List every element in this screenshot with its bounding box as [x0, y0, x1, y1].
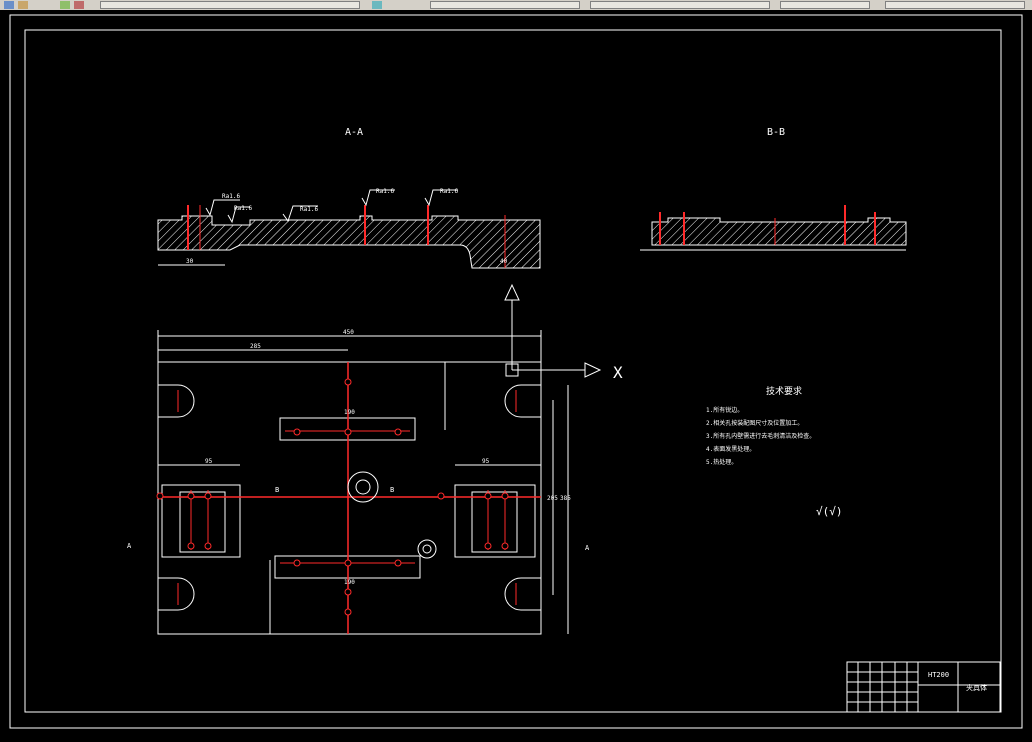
section-aa-label: A-A: [345, 127, 363, 138]
section-bb: [640, 205, 907, 251]
svg-text:Ra1.6: Ra1.6: [300, 206, 318, 213]
svg-text:190: 190: [344, 409, 355, 416]
title-part-name: 夹具体: [966, 683, 987, 692]
drawing-svg: A-A B-B 30 40 Ra1.6 Ra1.6 Ra1.6 Ra1.6 Ra…: [9, 14, 1023, 729]
svg-text:205: 205: [547, 495, 558, 502]
roughness-note: √(√): [816, 505, 843, 518]
plotstyle-dropdown[interactable]: [885, 1, 1025, 9]
svg-text:385: 385: [560, 495, 571, 502]
inner-frame: [24, 29, 1002, 713]
svg-text:B: B: [390, 486, 394, 494]
svg-text:Ra1.6: Ra1.6: [222, 193, 240, 200]
layer-icon[interactable]: [60, 1, 70, 9]
folder-icon[interactable]: [18, 1, 28, 9]
svg-text:Ra1.6: Ra1.6: [234, 205, 252, 212]
axis-x-label: X: [613, 363, 623, 382]
save-icon[interactable]: [4, 1, 14, 9]
svg-text:A: A: [127, 542, 132, 550]
aa-dim-right: 40: [500, 258, 508, 265]
color-dropdown[interactable]: [430, 1, 580, 9]
svg-text:1.所有锐边。: 1.所有锐边。: [706, 406, 743, 414]
svg-text:Ra1.6: Ra1.6: [440, 188, 458, 195]
outer-frame: [9, 14, 1023, 729]
svg-text:3.所有孔内壁需进行去毛刺清洁及检查。: 3.所有孔内壁需进行去毛刺清洁及检查。: [706, 432, 815, 440]
section-bb-label: B-B: [767, 127, 785, 138]
linetype-dropdown[interactable]: [590, 1, 770, 9]
svg-text:A: A: [585, 544, 590, 552]
tech-title: 技术要求: [766, 385, 802, 397]
svg-text:450: 450: [343, 329, 354, 336]
section-aa: 30 40 Ra1.6 Ra1.6 Ra1.6 Ra1.6 Ra1.6: [157, 188, 541, 269]
title-block: [846, 661, 1001, 713]
svg-text:190: 190: [344, 579, 355, 586]
properties-icon[interactable]: [74, 1, 84, 9]
drawing-canvas[interactable]: A-A B-B 30 40 Ra1.6 Ra1.6 Ra1.6 Ra1.6 Ra…: [0, 10, 1032, 738]
aa-dim-left: 30: [186, 258, 194, 265]
match-icon[interactable]: [372, 1, 382, 9]
svg-text:B: B: [275, 486, 279, 494]
lineweight-dropdown[interactable]: [780, 1, 870, 9]
title-material: HT200: [928, 671, 949, 679]
svg-text:4.表面发黑处理。: 4.表面发黑处理。: [706, 445, 755, 453]
tech-requirements: 技术要求 1.所有锐边。 2.相关孔按装配图尺寸及位置加工。 3.所有孔内壁需进…: [706, 385, 843, 518]
svg-text:95: 95: [482, 458, 490, 465]
svg-text:5.热处理。: 5.热处理。: [706, 458, 737, 466]
svg-text:2.相关孔按装配图尺寸及位置加工。: 2.相关孔按装配图尺寸及位置加工。: [706, 419, 803, 427]
plan-view: 450 285: [127, 329, 590, 635]
ucs-icon: X: [504, 283, 623, 382]
svg-text:Ra1.6: Ra1.6: [376, 188, 394, 195]
svg-text:285: 285: [250, 343, 261, 350]
layer-dropdown[interactable]: [100, 1, 360, 9]
svg-text:95: 95: [205, 458, 213, 465]
